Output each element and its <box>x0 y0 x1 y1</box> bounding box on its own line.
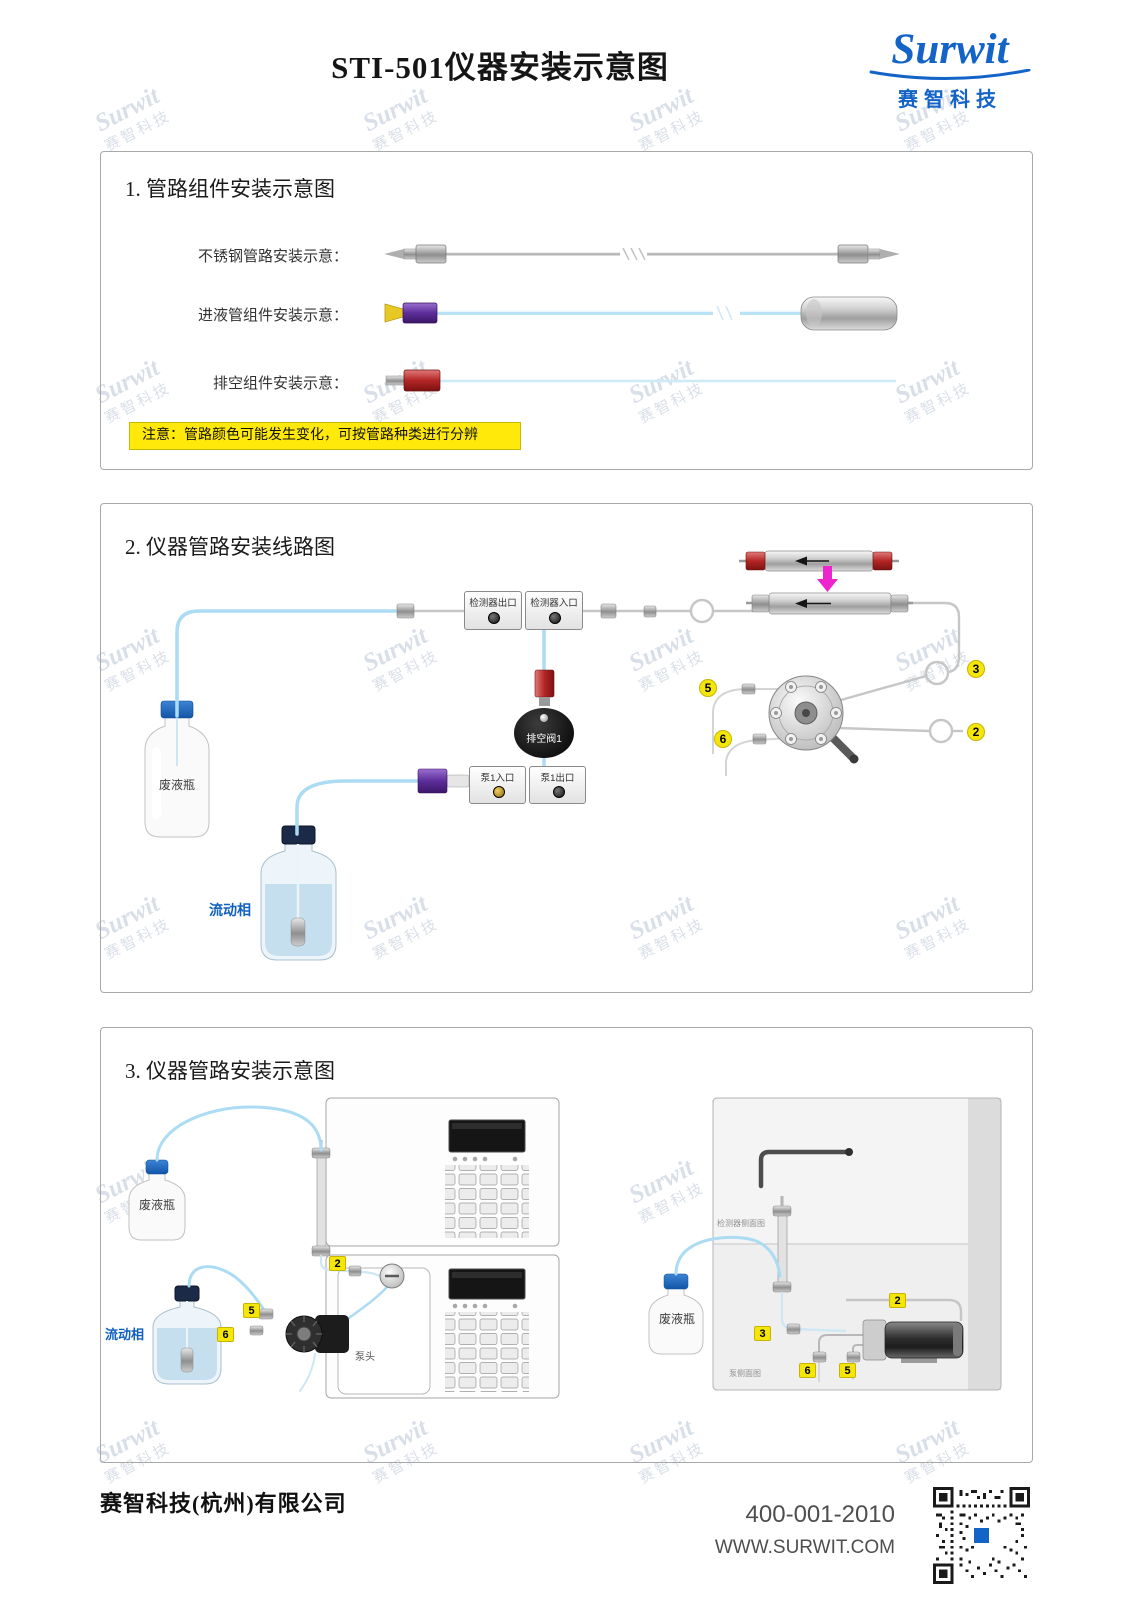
section2-title: 2. 仪器管路安装线路图 <box>125 535 335 559</box>
step-tag-right-2: 2 <box>889 1293 906 1308</box>
port-tag-2: 2 <box>967 723 985 741</box>
injection-valve <box>768 675 859 764</box>
port-tag-5: 5 <box>699 679 717 697</box>
step-tag-left-5: 5 <box>243 1303 260 1318</box>
page-title: STI-501仪器安装示意图 <box>331 50 669 85</box>
drain-tube-label: 排空组件安装示意： <box>212 376 348 392</box>
detector-inlet-panel: 检测器入口 <box>525 591 583 630</box>
detector-module <box>325 1097 560 1247</box>
waste-bottle <box>144 700 210 838</box>
waste-bottle-left-label: 废液瓶 <box>138 1198 175 1212</box>
fittings-left <box>249 1265 362 1336</box>
pump-head-label: 泵头 <box>355 1352 375 1363</box>
piping-overview-graphics <box>128 1097 1002 1399</box>
stainless-tube-graphic <box>384 244 900 264</box>
color-note: 注意：管路颜色可能发生变化，可按管路种类进行分辨 <box>129 422 521 450</box>
detector-side-label: 检测器侧面图 <box>717 1219 765 1228</box>
pump1-inlet-panel: 泵1入口 <box>469 766 526 804</box>
fittings <box>396 603 767 794</box>
spare-column <box>739 550 899 572</box>
mobile-phase-bottle-left <box>152 1285 222 1385</box>
waste-bottle-right <box>648 1273 704 1355</box>
pump-motor <box>862 1319 964 1363</box>
detector-outlet-panel: 检测器出口 <box>464 591 522 630</box>
section-piping-overview: 3. 仪器管路安装示意图 废液瓶 流动相 泵头 废液瓶 检测器侧面图 泵侧面图 … <box>100 1027 1033 1463</box>
port-tag-6: 6 <box>714 730 732 748</box>
waste-bottle-right-label: 废液瓶 <box>658 1312 695 1326</box>
valve-port-icon <box>540 714 548 722</box>
port-tag-3: 3 <box>967 660 985 678</box>
mobile-phase-bottle <box>260 825 337 961</box>
step-tag-left-2: 2 <box>329 1256 346 1271</box>
detector-inlet-label: 检测器入口 <box>530 598 578 609</box>
logo: Surwit 赛智科技 <box>861 28 1039 112</box>
detector-outlet-label: 检测器出口 <box>469 598 517 609</box>
logo-swoosh-icon <box>869 69 1031 81</box>
piping-circuit-graphics <box>144 550 963 961</box>
pump-side-label: 泵侧面图 <box>729 1369 761 1378</box>
pump-head-graphic <box>285 1315 349 1353</box>
pump1-outlet-label: 泵1出口 <box>540 773 575 784</box>
section1-title: 1. 管路组件安装示意图 <box>125 177 335 201</box>
qr-code <box>933 1487 1030 1584</box>
step-tag-right-6: 6 <box>799 1363 816 1378</box>
logo-subtitle: 赛智科技 <box>898 89 1002 111</box>
port-icon <box>488 612 500 624</box>
drain-valve: 排空阀1 <box>514 708 574 758</box>
section-pipeline-components: 1. 管路组件安装示意图 不锈钢管路安装示意： 进液管组件安装示意： 排空组件安… <box>100 151 1033 470</box>
waste-bottle-left <box>128 1159 186 1241</box>
drain-tube-graphic <box>385 369 896 392</box>
inlet-tube-graphic <box>384 296 898 331</box>
section3-title: 3. 仪器管路安装示意图 <box>125 1059 335 1083</box>
pump-module <box>325 1254 560 1399</box>
drain-valve-label: 排空阀1 <box>526 734 562 745</box>
step-tag-right-3: 3 <box>754 1326 771 1341</box>
port-icon <box>552 786 565 798</box>
logo-brand-text: Surwit <box>891 26 1009 73</box>
tubing-blue <box>175 609 546 836</box>
footer-company: 赛智科技(杭州)有限公司 <box>100 1491 347 1516</box>
install-arrow-icon <box>817 566 838 592</box>
mobile-phase-label: 流动相 <box>209 902 251 918</box>
instrument-side-view <box>712 1097 1002 1391</box>
mobile-phase-left-label: 流动相 <box>105 1327 145 1342</box>
footer-website: WWW.SURWIT.COM <box>714 1537 895 1558</box>
installed-column <box>746 592 913 615</box>
inlet-tube-label: 进液管组件安装示意： <box>197 308 348 324</box>
port-icon <box>492 786 505 798</box>
waste-bottle-label: 废液瓶 <box>158 778 195 792</box>
section-piping-circuit: 2. 仪器管路安装线路图 检测器出口 检测器入口 排空阀1 泵1入口 泵1出口 … <box>100 503 1033 993</box>
tubing-thin <box>176 688 790 776</box>
port-icon <box>549 612 561 624</box>
fittings-right <box>786 1323 861 1363</box>
footer-phone: 400-001-2010 <box>745 1501 895 1528</box>
step-tag-right-5: 5 <box>839 1363 856 1378</box>
purge-valve-knob <box>379 1263 405 1289</box>
step-tag-left-6: 6 <box>217 1327 234 1342</box>
pump1-outlet-panel: 泵1出口 <box>529 766 586 804</box>
pump1-inlet-label: 泵1入口 <box>480 773 515 784</box>
pipeline-components-graphics <box>384 244 900 392</box>
steel-tube-label: 不锈钢管路安装示意： <box>197 249 348 265</box>
